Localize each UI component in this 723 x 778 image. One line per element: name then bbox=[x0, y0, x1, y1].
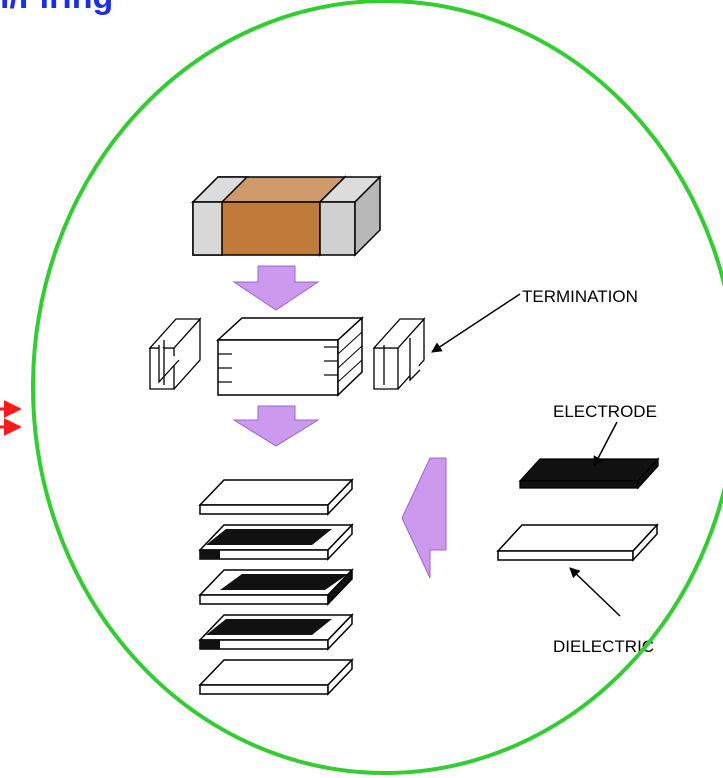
layer-stack bbox=[198, 478, 354, 696]
highlight-circle bbox=[31, 0, 723, 775]
dielectric-label: DIELECTRIC bbox=[553, 637, 654, 656]
dielectric-sheet-icon bbox=[198, 658, 354, 696]
capacitor-chip-icon bbox=[191, 175, 382, 257]
red-arrow-icons bbox=[0, 400, 22, 436]
left-termination-cap-icon bbox=[148, 317, 202, 390]
electrode-pointer bbox=[593, 421, 618, 467]
electrode-layer-icon bbox=[518, 457, 660, 490]
dielectric-layer-icon bbox=[496, 523, 659, 562]
electrode-sheet-icon bbox=[198, 523, 354, 561]
dielectric-sheet-icon bbox=[198, 478, 354, 516]
dielectric-pointer bbox=[569, 567, 621, 617]
electrode-label: ELECTRODE bbox=[553, 402, 657, 421]
termination-pointer bbox=[431, 293, 521, 353]
left-arrow-icon bbox=[401, 457, 447, 579]
right-termination-cap-icon bbox=[372, 317, 426, 390]
electrode-sheet-icon bbox=[198, 568, 354, 606]
termination-label: TERMINATION bbox=[522, 287, 638, 306]
electrode-sheet-icon bbox=[198, 613, 354, 651]
capacitor-body-icon bbox=[216, 316, 364, 397]
page-title: i/Firing bbox=[0, 0, 113, 14]
down-arrow-icon bbox=[232, 265, 320, 311]
down-arrow-icon bbox=[232, 405, 320, 447]
